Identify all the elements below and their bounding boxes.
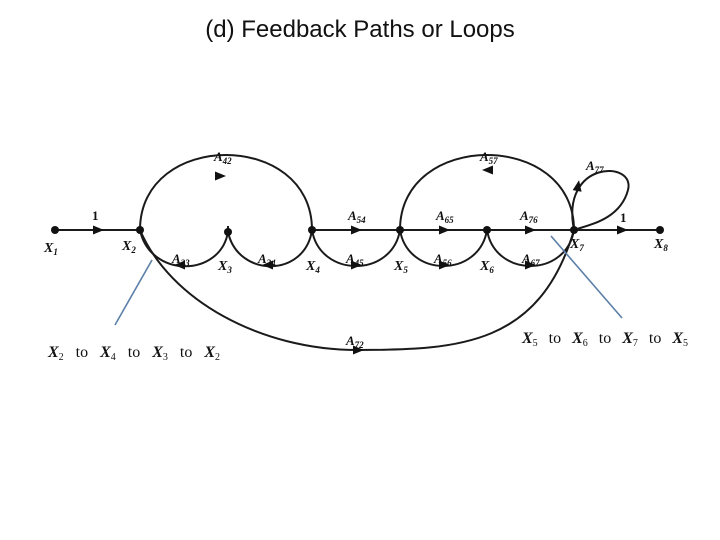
gain-a45: A45 [345,251,364,268]
gain-a72: A72 [345,333,364,350]
gain-a57: A57 [479,149,498,166]
node-x2 [136,226,144,234]
arrowhead-a65 [439,225,450,235]
node-x3 [224,228,232,236]
slide-title: (d) Feedback Paths or Loops [205,16,515,43]
node-x8 [656,226,664,234]
node-x7 [570,226,578,234]
gain-x7-x8: 1 [620,210,627,225]
loop-caption-left: X2 to X4 to X3 to X2 [47,344,220,364]
arrowhead-a72 [353,345,364,355]
node-x5 [396,226,404,234]
arrowhead-a57 [482,165,493,175]
branch-x7-x2 [139,229,575,352]
node-label-x4: X4 [305,259,320,275]
gain-a42: A42 [213,149,232,166]
loop-caption-right: X5 to X6 to X7 to X5 [521,330,688,350]
gain-a76: A76 [519,208,538,225]
arrowhead-x1-x2 [93,225,104,235]
arrowhead-a77 [572,180,582,192]
branch-x4-x2 [139,154,313,231]
gain-a56: A56 [433,251,452,268]
arrowhead-a23 [174,260,185,270]
node-label-x3: X3 [217,259,232,275]
arrowhead-a54 [351,225,362,235]
node-label-x7: X7 [569,237,584,253]
node-x1 [51,226,59,234]
gain-a67: A67 [521,251,540,268]
gain-a77: A77 [585,158,604,175]
node-x6 [483,226,491,234]
arrowhead-a42 [215,171,226,181]
arrowhead-a76 [525,225,536,235]
gain-a34: A34 [257,251,276,268]
arrowhead-a34 [262,260,273,270]
arrowhead-a56 [439,260,450,270]
gain-x1-x2: 1 [92,208,99,223]
node-dots [51,226,664,236]
arrowhead-a45 [351,260,362,270]
arrowhead-x7-x8 [617,225,628,235]
node-label-x8: X8 [653,237,668,253]
gain-a23: A23 [171,251,190,268]
node-label-x6: X6 [479,259,494,275]
node-label-x1: X1 [43,241,58,257]
node-label-x5: X5 [393,259,408,275]
pointer-right-loop [550,235,623,319]
arrowheads [93,165,628,355]
pointer-left-loop [114,259,153,326]
node-label-x2: X2 [121,239,136,255]
gain-a54: A54 [347,208,366,225]
arrowhead-a67 [525,260,536,270]
gain-a65: A65 [435,208,454,225]
branch-x7-x5 [399,154,575,231]
node-x4 [308,226,316,234]
